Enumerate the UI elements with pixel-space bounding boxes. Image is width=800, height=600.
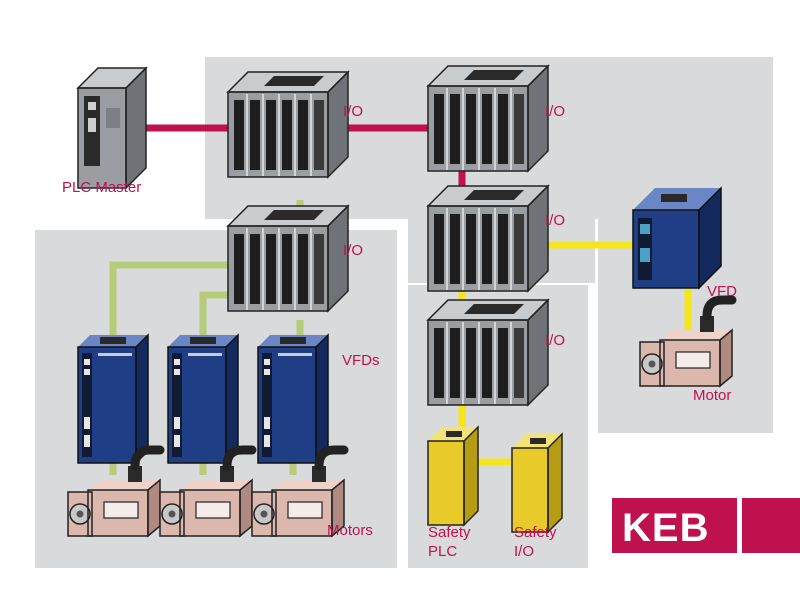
io-module-left-zone (227, 205, 349, 312)
label-plc-master: PLC Master (62, 179, 141, 196)
label-io-5: I/O (545, 332, 565, 349)
label-motors: Motors (327, 522, 373, 539)
io-module-top-left (227, 71, 349, 178)
io-module-top-right (427, 65, 549, 172)
safety-plc-device (427, 426, 479, 526)
label-vfds: VFDs (342, 352, 380, 369)
label-safety-plc-line1: Safety (428, 524, 471, 541)
labels: PLC Master I/O I/O I/O I/O I/O VFDs VFD … (62, 103, 737, 560)
io-module-safety-zone (427, 299, 549, 406)
io-green-cable-2 (109, 261, 240, 340)
vfd-small-3 (257, 334, 329, 464)
label-io-4: I/O (343, 242, 363, 259)
keb-logo: KEB (612, 498, 800, 553)
keb-logo-mark (612, 498, 737, 553)
label-io-3: I/O (545, 212, 565, 229)
plc-master-device (76, 66, 148, 190)
keb-logo-square (742, 498, 800, 553)
label-vfd: VFD (707, 283, 737, 300)
label-safety-io-line2: I/O (514, 543, 534, 560)
label-motor: Motor (693, 387, 731, 404)
safety-io-device (511, 433, 563, 533)
keb-logo-text: KEB (622, 506, 709, 550)
label-io-1: I/O (343, 103, 363, 120)
label-io-2: I/O (545, 103, 565, 120)
vfd-small-1 (77, 334, 149, 464)
vfd-small-2 (167, 334, 239, 464)
vfd-large-device (632, 186, 722, 290)
label-safety-io-line1: Safety (514, 524, 557, 541)
io-module-middle (427, 185, 549, 292)
label-safety-plc-line2: PLC (428, 543, 457, 560)
